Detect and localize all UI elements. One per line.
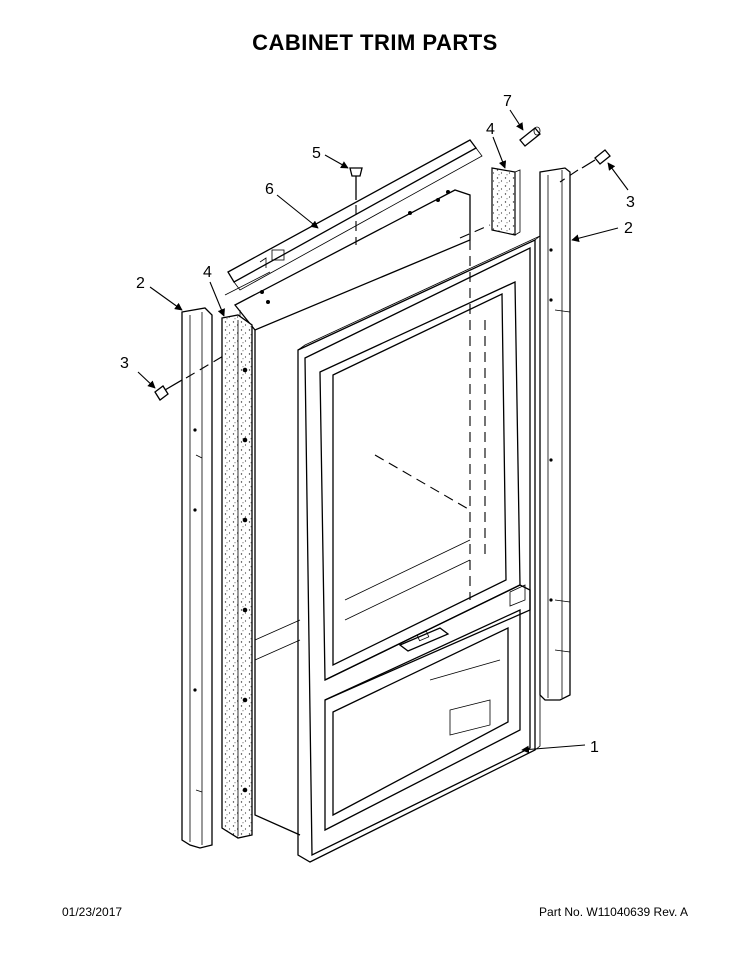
diagram-title: CABINET TRIM PARTS [252,30,498,55]
callout-5: 5 [312,145,321,162]
footer-part-info: Part No. W11040639 Rev. A [539,905,688,919]
callout-2-left: 2 [136,275,145,292]
footer-date: 01/23/2017 [62,905,123,919]
callout-3-left: 3 [120,355,129,372]
screw-part-5 [349,167,363,245]
callout-6: 6 [265,181,274,198]
filler-foam-left-part-4 [221,314,253,839]
leader-lines [137,109,629,754]
filler-foam-right-part-4 [459,167,521,239]
callout-3-right: 3 [626,194,635,211]
trim-frame-part-1 [297,235,541,863]
side-trim-right-part-2 [539,167,571,701]
top-trim-part-6 [224,139,483,296]
callout-2-right: 2 [624,220,633,237]
plug-part-7 [519,126,541,147]
screw-left-part-3 [154,351,231,401]
callout-1: 1 [590,739,599,756]
callout-7: 7 [503,93,512,110]
callout-4-left: 4 [203,264,212,281]
callout-4-right: 4 [486,121,495,138]
screw-right-part-3 [559,149,611,183]
side-trim-left-part-2 [181,307,213,849]
